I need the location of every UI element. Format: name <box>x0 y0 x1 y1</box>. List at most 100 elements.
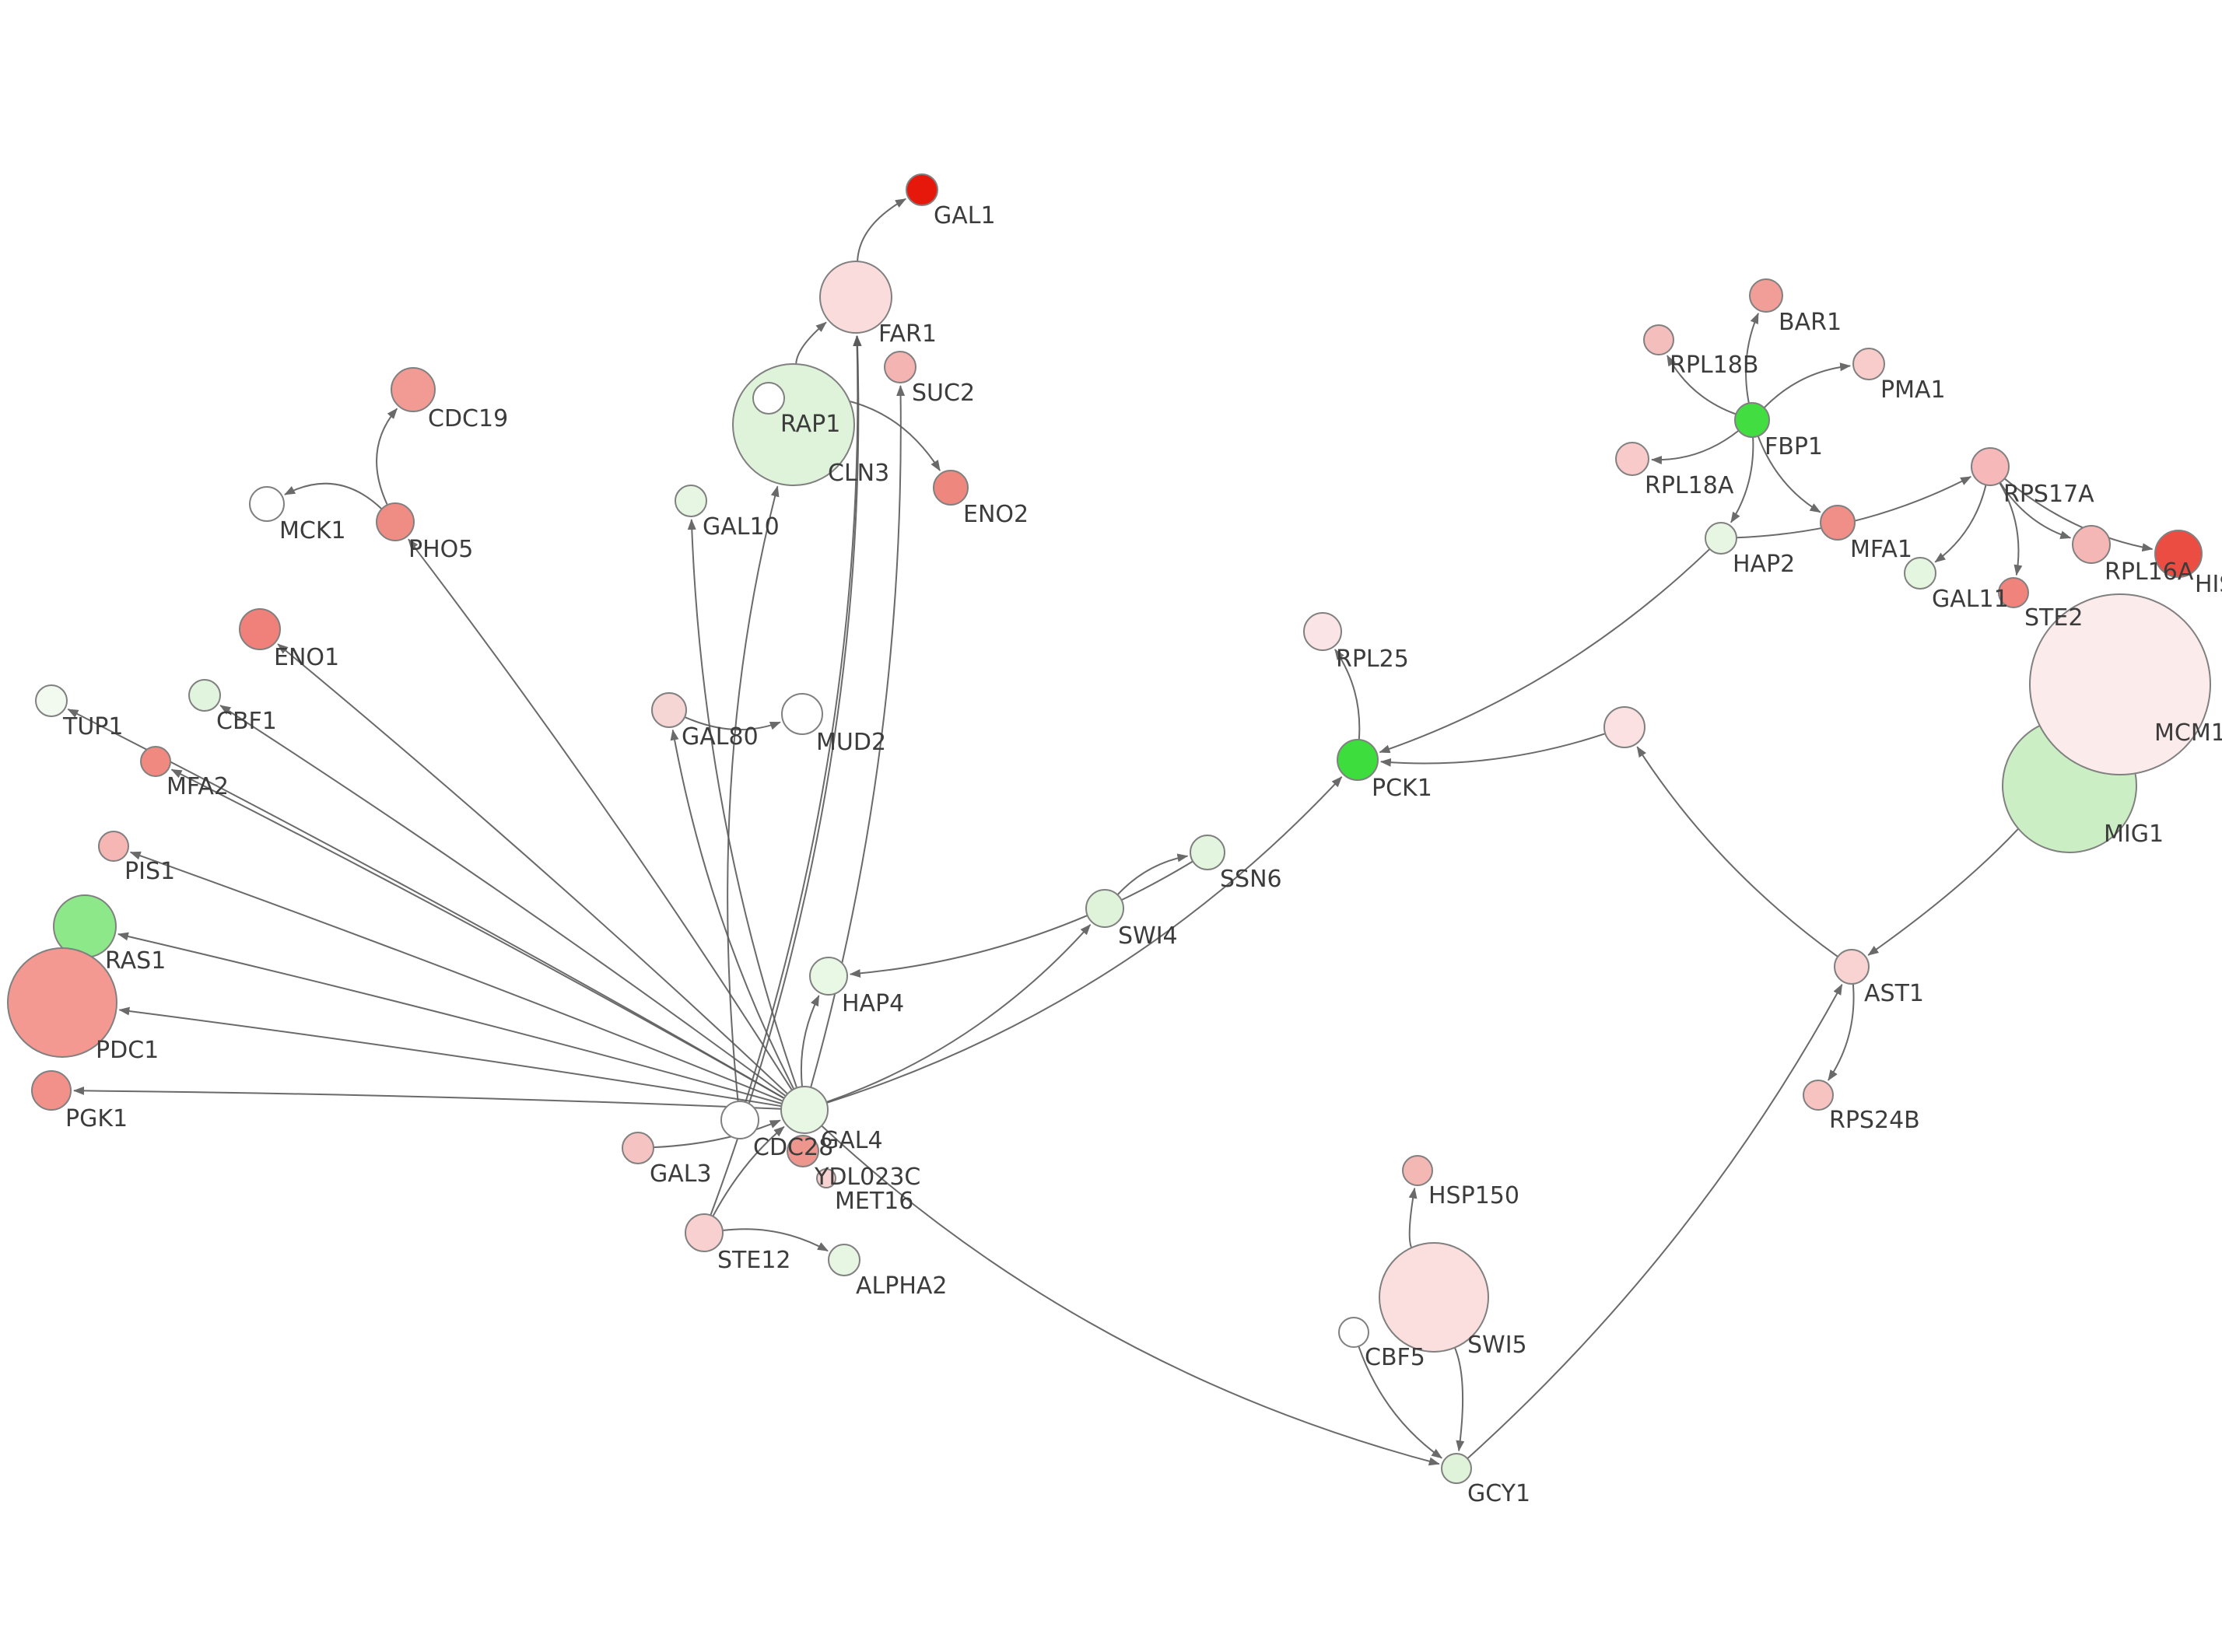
edge-STE12-FAR1[interactable] <box>710 335 862 1216</box>
node-bar1[interactable] <box>1749 278 1783 313</box>
edge-GAL4-PHO5[interactable] <box>408 538 793 1091</box>
edge-CBF5-GCY1[interactable] <box>1358 1346 1443 1459</box>
node-pho5[interactable] <box>376 502 415 541</box>
edge-GAL4-GAL10[interactable] <box>687 519 798 1089</box>
edge-FBP1-MFA1[interactable] <box>1757 436 1821 513</box>
edge-RPS17A-HIS4[interactable] <box>2003 478 2154 552</box>
node-alpha2[interactable] <box>828 1244 860 1276</box>
edge-RPS17A-GAL11[interactable] <box>1934 485 1987 563</box>
edge-GAL4-TUP1[interactable] <box>67 709 785 1099</box>
node-ssn6[interactable] <box>1190 835 1225 870</box>
node-hsp150[interactable] <box>1402 1155 1433 1186</box>
edge-CDC28-FAR1[interactable] <box>745 335 862 1103</box>
node-mcm1[interactable] <box>2029 593 2211 775</box>
edge-GAL3-GAL4[interactable] <box>653 1119 781 1149</box>
node-gal10[interactable] <box>675 485 707 517</box>
edge-GAL4-PIS1[interactable] <box>129 851 783 1102</box>
node-swi5[interactable] <box>1379 1242 1489 1353</box>
edge-SWI4-SSN6[interactable] <box>1116 853 1189 896</box>
edge-GAL4-GAL80[interactable] <box>670 729 795 1090</box>
edge-GAL4-RAS1[interactable] <box>117 932 783 1104</box>
node-eno2[interactable] <box>933 470 969 506</box>
edge-HAP2-PCK1[interactable] <box>1379 548 1711 754</box>
node-ydl023c[interactable] <box>787 1135 819 1167</box>
node-rpl18a[interactable] <box>1615 442 1649 476</box>
node-hap4[interactable] <box>809 957 848 996</box>
node-gal11[interactable] <box>1904 557 1936 590</box>
node-rpl18b[interactable] <box>1643 324 1674 355</box>
edge-PHO5-CDC19[interactable] <box>376 408 398 506</box>
node-far1[interactable] <box>819 261 892 334</box>
edge-FBP1-RPL18A[interactable] <box>1651 429 1740 465</box>
node-node_u[interactable] <box>1603 706 1645 748</box>
node-met16[interactable] <box>816 1168 836 1188</box>
node-his4[interactable] <box>2154 530 2203 578</box>
node-ast1[interactable] <box>1834 949 1870 985</box>
node-mud2[interactable] <box>781 693 823 735</box>
node-rps24b[interactable] <box>1803 1080 1834 1111</box>
edge-SSN6-HAP4[interactable] <box>849 860 1193 978</box>
node-eno1[interactable] <box>239 608 281 650</box>
edge-GAL4-GCY1[interactable] <box>821 1125 1440 1466</box>
node-cdc19[interactable] <box>391 367 436 412</box>
edge-GAL4-SWI4[interactable] <box>825 924 1092 1103</box>
node-swi4[interactable] <box>1085 889 1124 928</box>
edge-CLN3-FAR1[interactable] <box>795 321 827 365</box>
node-suc2[interactable] <box>884 351 916 383</box>
edge-SWI5-GCY1[interactable] <box>1453 1347 1465 1452</box>
node-rpl16a[interactable] <box>2072 525 2111 564</box>
edge-PCK1-RPL25[interactable] <box>1334 649 1361 740</box>
edge-RPS17A-RPL16A[interactable] <box>1999 481 2072 539</box>
edge-AST1-NODE_U[interactable] <box>1636 746 1838 957</box>
edge-GAL80-MUD2[interactable] <box>684 716 781 731</box>
node-cdc28[interactable] <box>720 1101 759 1139</box>
node-pma1[interactable] <box>1852 348 1885 380</box>
node-pgk1[interactable] <box>31 1070 72 1111</box>
node-ste12[interactable] <box>685 1213 724 1252</box>
node-gal4[interactable] <box>780 1086 829 1134</box>
edge-FBP1-PMA1[interactable] <box>1763 362 1852 409</box>
node-mfa2[interactable] <box>140 746 171 777</box>
node-gal1[interactable] <box>906 173 938 206</box>
node-rap1[interactable] <box>752 382 785 415</box>
edge-GAL4-PDC1[interactable] <box>118 1006 782 1108</box>
edge-CDC28-CLN3[interactable] <box>727 485 780 1102</box>
edge-HAP2-RPS17A[interactable] <box>1736 476 1972 539</box>
edge-GAL4-HAP4[interactable] <box>800 995 820 1087</box>
edge-RPS17A-STE2[interactable] <box>1999 482 2023 576</box>
node-mfa1[interactable] <box>1820 505 1856 541</box>
edge-STE12-GAL4[interactable] <box>712 1125 785 1217</box>
edge-PHO5-MCK1[interactable] <box>284 482 383 510</box>
node-rps17a[interactable] <box>1971 447 2010 486</box>
edge-STE12-ALPHA2[interactable] <box>722 1228 829 1252</box>
node-cbf1[interactable] <box>188 679 221 712</box>
edge-NODE_U-PCK1[interactable] <box>1379 733 1606 767</box>
edge-GCY1-AST1[interactable] <box>1467 983 1843 1460</box>
node-hap2[interactable] <box>1705 522 1737 555</box>
edge-FBP1-HAP2[interactable] <box>1730 436 1754 523</box>
edge-GAL4-CBF1[interactable] <box>219 705 787 1097</box>
edge-GAL4-MFA2[interactable] <box>170 768 785 1099</box>
node-rpl25[interactable] <box>1303 612 1342 651</box>
edge-FAR1-GAL1[interactable] <box>857 198 906 262</box>
node-fbp1[interactable] <box>1734 402 1770 438</box>
edge-GAL4-ENO1[interactable] <box>277 643 788 1095</box>
node-gcy1[interactable] <box>1441 1453 1472 1484</box>
edge-AST1-RPS24B[interactable] <box>1828 983 1855 1081</box>
node-gal80[interactable] <box>651 692 687 728</box>
node-pdc1[interactable] <box>7 947 117 1058</box>
node-ste2[interactable] <box>1998 577 2029 608</box>
node-tup1[interactable] <box>35 684 68 717</box>
node-mck1[interactable] <box>249 486 285 522</box>
edge-FBP1-RPL18B[interactable] <box>1666 355 1737 415</box>
node-cbf5[interactable] <box>1338 1317 1369 1348</box>
edge-GAL4-PGK1[interactable] <box>73 1086 782 1110</box>
node-pis1[interactable] <box>98 831 129 862</box>
node-label-gal1: GAL1 <box>934 202 996 229</box>
node-pck1[interactable] <box>1337 739 1379 781</box>
node-label-swi5: SWI5 <box>1467 1332 1527 1359</box>
edge-FBP1-BAR1[interactable] <box>1745 312 1759 404</box>
node-gal3[interactable] <box>622 1132 654 1164</box>
edge-SWI5-HSP150[interactable] <box>1408 1187 1418 1248</box>
edge-GAL4-PCK1[interactable] <box>826 776 1343 1104</box>
